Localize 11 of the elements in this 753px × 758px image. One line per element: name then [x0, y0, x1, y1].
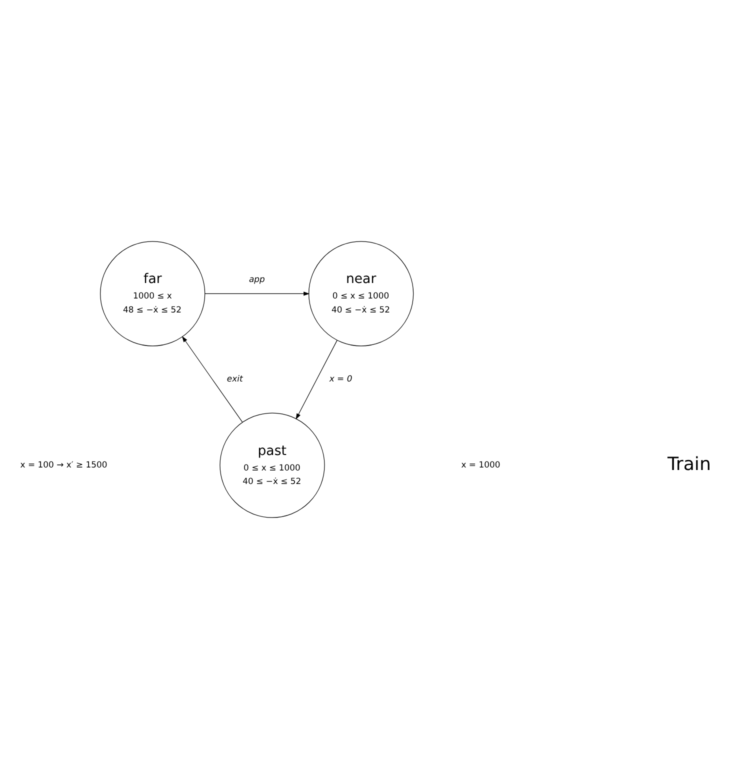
arrow	[182, 336, 243, 422]
edge-label: x = 0	[329, 372, 352, 383]
label: Train	[668, 453, 711, 474]
arrow	[204, 291, 310, 296]
label: x = 1000	[461, 459, 500, 470]
node-circle: near 0 ≤ x ≤ 1000 40 ≤ −ẋ ≤ 52	[308, 240, 414, 346]
arrow	[296, 339, 338, 420]
label: x = 100 → x′ ≥ 1500	[20, 459, 108, 470]
node-circle: far 1000 ≤ x 48 ≤ −ẋ ≤ 52	[100, 240, 206, 346]
edge-label: app	[248, 274, 265, 284]
edge-label: exit	[226, 372, 243, 383]
